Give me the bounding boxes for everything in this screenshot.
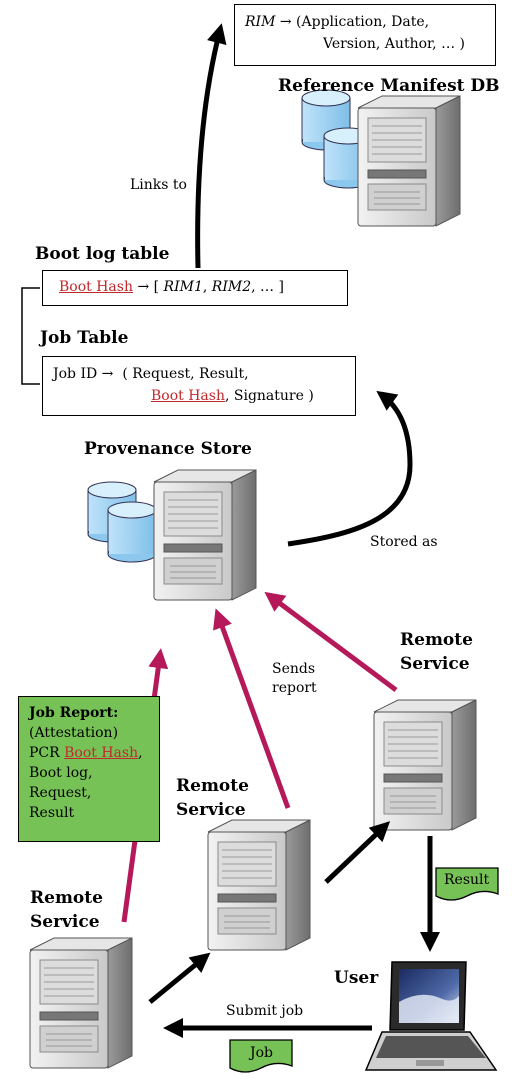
remote-right-line1: Remote bbox=[400, 630, 473, 650]
job-doc-label: Job bbox=[250, 1045, 274, 1061]
job-table-line2: , Signature ) bbox=[224, 388, 314, 404]
rim-box: RIM → (Application, Date, Version, Autho… bbox=[234, 4, 496, 66]
job-report-result: Result bbox=[29, 805, 75, 821]
remote-service-right-label: Remote Service bbox=[400, 628, 473, 676]
boot-log-box: Boot Hash → [ RIM1, RIM2, … ] bbox=[42, 270, 348, 306]
job-report-box: Job Report: (Attestation) PCR Boot Hash,… bbox=[18, 696, 160, 842]
rim-line1: (Application, Date, bbox=[296, 14, 430, 30]
job-table-line1: ( Request, Result, bbox=[122, 366, 249, 382]
result-doc-label: Result bbox=[444, 872, 490, 888]
remote-service-left-icon bbox=[29, 937, 133, 1069]
job-table-title: Job Table bbox=[40, 328, 129, 348]
job-report-boot-hash-link[interactable]: Boot Hash bbox=[64, 745, 139, 761]
reference-db-icon bbox=[301, 89, 461, 227]
boot-log-title: Boot log table bbox=[35, 244, 170, 264]
stored-as-arrow bbox=[287, 390, 413, 547]
job-table-box: Job ID → ( Request, Result, Boot Hash, S… bbox=[42, 356, 356, 416]
reference-db-title: Reference Manifest DB bbox=[278, 76, 500, 96]
boot-log-arrow: → bbox=[137, 279, 150, 295]
provenance-store-icon bbox=[87, 469, 257, 601]
rim-key: RIM bbox=[245, 14, 276, 30]
remote-left-line1: Remote bbox=[30, 888, 103, 908]
job-report-attestation: (Attestation) bbox=[29, 725, 119, 741]
submit-job-label: Submit job bbox=[226, 1003, 304, 1019]
provenance-store-title: Provenance Store bbox=[84, 439, 252, 459]
job-table-arrow: → bbox=[101, 366, 114, 382]
stored-as-label: Stored as bbox=[370, 534, 438, 550]
boot-log-rest: , … ] bbox=[251, 279, 284, 295]
boot-log-open: [ bbox=[153, 279, 160, 295]
remote-service-right-icon bbox=[373, 699, 477, 831]
job-report-request: Request, bbox=[29, 785, 92, 801]
job-report-pcr: PCR bbox=[29, 745, 65, 761]
job-boot-hash-link[interactable]: Boot Hash bbox=[151, 388, 225, 404]
remote-right-line2: Service bbox=[400, 654, 470, 674]
rim2-label: RIM2 bbox=[211, 279, 252, 295]
sends-report-line2: report bbox=[272, 680, 317, 696]
job-report-boot-log: Boot log, bbox=[29, 765, 93, 781]
links-to-label: Links to bbox=[130, 177, 187, 193]
remote-service-mid-label: Remote Service bbox=[176, 774, 249, 822]
job-report-comma: , bbox=[138, 745, 143, 761]
remote-left-line2: Service bbox=[30, 912, 100, 932]
remote-mid-line1: Remote bbox=[176, 776, 249, 796]
boot-log-sep: , bbox=[202, 279, 208, 295]
rim-arrow: → bbox=[279, 14, 292, 30]
rim-line2: Version, Author, … ) bbox=[323, 36, 465, 52]
job-id-key: Job ID bbox=[53, 366, 98, 382]
table-connector bbox=[21, 287, 40, 385]
job-report-title: Job Report: bbox=[29, 705, 119, 721]
sends-report-line1: Sends bbox=[272, 661, 316, 677]
chain-arrow-1 bbox=[148, 952, 211, 1004]
laptop-icon bbox=[364, 961, 498, 1071]
chain-arrow-2 bbox=[324, 821, 391, 884]
links-to-arrow bbox=[195, 23, 227, 269]
sends-report-label: Sends report bbox=[272, 660, 317, 698]
boot-hash-link[interactable]: Boot Hash bbox=[59, 279, 133, 295]
user-label: User bbox=[334, 968, 379, 988]
report-arrow-right bbox=[264, 591, 398, 693]
rim1-label: RIM1 bbox=[163, 279, 203, 295]
remote-service-left-label: Remote Service bbox=[30, 886, 103, 934]
remote-service-mid-icon bbox=[207, 819, 311, 951]
remote-mid-line2: Service bbox=[176, 800, 246, 820]
report-arrow-mid bbox=[213, 608, 291, 809]
